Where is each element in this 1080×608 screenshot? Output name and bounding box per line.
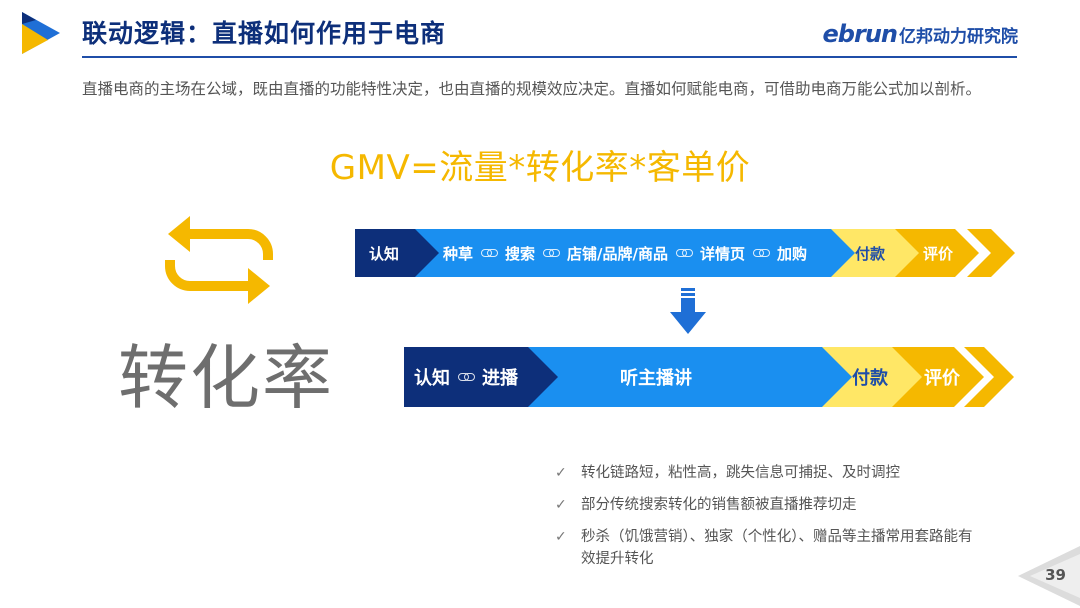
list-item: ✓秒杀（饥饿营销）、独家（个性化）、赠品等主播常用套路能有效提升转化 [555, 526, 1015, 570]
flow2-start-steps: 认知 进播 [414, 347, 518, 407]
flow1-step-search: 搜索 [505, 244, 536, 263]
down-arrow-icon [670, 288, 706, 334]
flow1-step-cart: 加购 [777, 244, 808, 263]
link-icon [543, 249, 561, 257]
link-icon [458, 373, 475, 381]
live-commerce-flow: 认知 进播 听主播讲 付款 评价 [404, 347, 1014, 407]
flow1-step-detail: 详情页 [700, 244, 746, 263]
flow1-review-label: 评价 [923, 244, 954, 263]
brand-name-en: ebrun [822, 20, 898, 48]
traditional-ecommerce-flow: 认知 种草 搜索 店铺/品牌/商品 详情页 加购 付款 评价 [355, 229, 1015, 277]
flow2-pay-label: 付款 [852, 368, 888, 389]
cycle-arrows-icon [165, 216, 273, 304]
conclusion-list: ✓转化链路短，粘性高，跳失信息可捕捉、及时调控 ✓部分传统搜索转化的销售额被直播… [555, 462, 1015, 580]
flow2-review-label: 评价 [924, 368, 960, 389]
flow1-start-label: 认知 [369, 244, 400, 263]
intro-paragraph: 直播电商的主场在公域，既由直播的功能特性决定，也由直播的规模效应决定。直播如何赋… [82, 80, 982, 98]
flow1-bar-shape [355, 229, 1015, 277]
conversion-rate-label: 转化率 [118, 337, 334, 419]
logo-play-icon [22, 12, 60, 54]
check-icon: ✓ [555, 465, 567, 481]
flow2-main-label: 听主播讲 [620, 368, 692, 389]
flow1-pay-label: 付款 [855, 244, 886, 263]
gmv-formula: GMV=流量*转化率*客单价 [329, 148, 751, 188]
flow2-start-label: 认知 [414, 368, 450, 389]
flow2-step-enter: 进播 [482, 368, 518, 389]
check-icon: ✓ [555, 497, 567, 513]
link-icon [481, 249, 499, 257]
link-icon [753, 249, 771, 257]
flow1-step-store: 店铺/品牌/商品 [567, 244, 668, 263]
page-title: 联动逻辑：直播如何作用于电商 [82, 19, 447, 48]
header-divider [82, 56, 1017, 58]
flow2-bar-shape [404, 347, 1014, 407]
flow1-steps: 种草 搜索 店铺/品牌/商品 详情页 加购 [443, 229, 807, 277]
link-icon [676, 249, 693, 257]
list-item: ✓部分传统搜索转化的销售额被直播推荐切走 [555, 494, 1015, 516]
brand-name-cn: 亿邦动力研究院 [899, 27, 1018, 47]
flow1-step-seed: 种草 [443, 244, 474, 263]
list-item: ✓转化链路短，粘性高，跳失信息可捕捉、及时调控 [555, 462, 1015, 484]
page-number-tab [1018, 546, 1080, 606]
page-number: 39 [1045, 566, 1066, 584]
check-icon: ✓ [555, 529, 567, 545]
